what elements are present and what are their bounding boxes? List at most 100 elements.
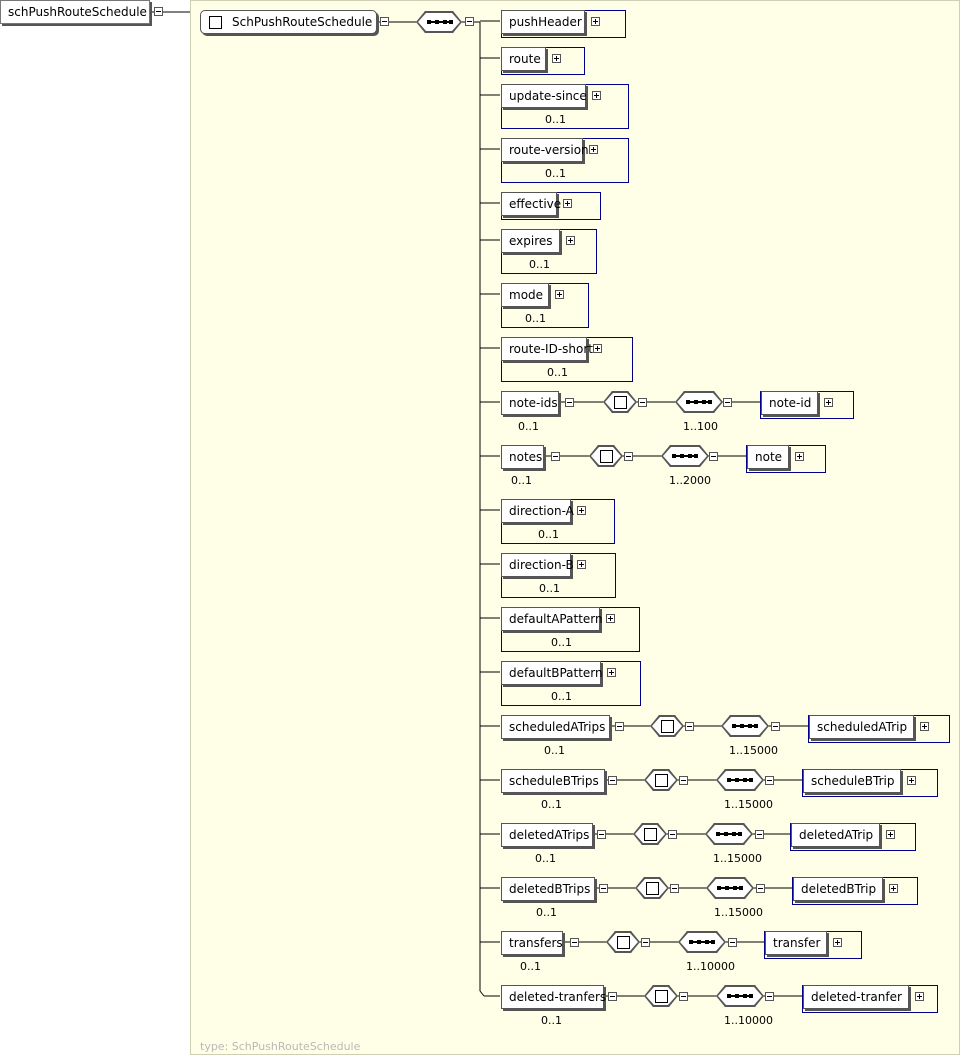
collapse-toggle-icon[interactable] (679, 992, 688, 1001)
cardinality-label: 0..1 (511, 474, 532, 487)
expand-toggle-icon[interactable] (593, 344, 602, 353)
type-footer: type: SchPushRouteSchedule (200, 1040, 361, 1053)
choice-compositor[interactable] (635, 877, 669, 899)
expand-toggle-icon[interactable] (589, 145, 598, 154)
collapse-toggle-icon[interactable] (668, 830, 677, 839)
collapse-toggle-icon[interactable] (765, 992, 774, 1001)
expand-toggle-icon[interactable] (552, 54, 561, 63)
choice-compositor[interactable] (644, 985, 678, 1007)
collapse-toggle-icon[interactable] (624, 452, 633, 461)
collapse-toggle-icon[interactable] (465, 17, 474, 26)
sequence-compositor[interactable] (706, 877, 754, 899)
sequence-compositor[interactable] (416, 11, 462, 33)
element-pushHeader[interactable]: pushHeader (501, 10, 585, 34)
collapse-toggle-icon[interactable] (599, 884, 608, 893)
choice-icon (614, 396, 627, 409)
choice-icon (644, 828, 657, 841)
sequence-compositor[interactable] (721, 715, 769, 737)
element-direction-B[interactable]: direction-B (501, 553, 574, 577)
choice-compositor[interactable] (633, 823, 667, 845)
element-expires[interactable]: expires (501, 229, 560, 253)
collapse-toggle-icon[interactable] (380, 17, 389, 26)
collapse-toggle-icon[interactable] (641, 938, 650, 947)
collapse-toggle-icon[interactable] (765, 776, 774, 785)
expand-toggle-icon[interactable] (577, 560, 586, 569)
expand-toggle-icon[interactable] (920, 722, 929, 731)
sequence-compositor[interactable] (661, 445, 709, 467)
element-direction-A[interactable]: direction-A (501, 499, 574, 523)
sequence-compositor[interactable] (705, 823, 753, 845)
collapse-toggle-icon[interactable] (565, 398, 574, 407)
root-element-box[interactable]: schPushRouteSchedule (0, 0, 150, 24)
collapse-toggle-icon[interactable] (608, 992, 617, 1001)
expand-toggle-icon[interactable] (591, 17, 600, 26)
element-note-ids[interactable]: note-ids (501, 391, 559, 415)
collapse-toggle-icon[interactable] (597, 830, 606, 839)
collapse-toggle-icon[interactable] (670, 884, 679, 893)
collapse-toggle-icon[interactable] (551, 452, 560, 461)
element-note[interactable]: note (747, 445, 790, 469)
element-note-id[interactable]: note-id (761, 391, 819, 415)
expand-toggle-icon[interactable] (577, 506, 586, 515)
collapse-toggle-icon[interactable] (638, 398, 647, 407)
collapse-toggle-icon[interactable] (679, 776, 688, 785)
expand-toggle-icon[interactable] (555, 290, 564, 299)
collapse-toggle-icon[interactable] (154, 7, 163, 16)
element-deletedBTrips[interactable]: deletedBTrips (501, 877, 595, 901)
element-deleted-tranfers[interactable]: deleted-tranfers (501, 985, 606, 1009)
element-route[interactable]: route (501, 47, 546, 71)
collapse-toggle-icon[interactable] (685, 722, 694, 731)
expand-toggle-icon[interactable] (886, 830, 895, 839)
choice-compositor[interactable] (644, 769, 678, 791)
collapse-toggle-icon[interactable] (728, 938, 737, 947)
collapse-toggle-icon[interactable] (771, 722, 780, 731)
expand-toggle-icon[interactable] (889, 884, 898, 893)
collapse-toggle-icon[interactable] (723, 398, 732, 407)
expand-toggle-icon[interactable] (563, 199, 572, 208)
element-scheduledATrip[interactable]: scheduledATrip (809, 715, 915, 739)
expand-toggle-icon[interactable] (607, 668, 616, 677)
element-transfers[interactable]: transfers (501, 931, 563, 955)
choice-compositor[interactable] (650, 715, 684, 737)
collapse-toggle-icon[interactable] (615, 722, 624, 731)
element-deleted-tranfer[interactable]: deleted-tranfer (803, 985, 909, 1009)
sequence-compositor[interactable] (678, 931, 726, 953)
expand-toggle-icon[interactable] (824, 398, 833, 407)
sequence-compositor[interactable] (716, 769, 764, 791)
element-route-ID-short[interactable]: route-ID-short (501, 337, 593, 361)
element-effective[interactable]: effective (501, 192, 561, 216)
expand-toggle-icon[interactable] (833, 938, 842, 947)
element-scheduleBTrips[interactable]: scheduleBTrips (501, 769, 605, 793)
element-transfer[interactable]: transfer (765, 931, 828, 955)
element-mode[interactable]: mode (501, 283, 549, 307)
element-deletedATrips[interactable]: deletedATrips (501, 823, 593, 847)
choice-compositor[interactable] (589, 445, 623, 467)
element-notes[interactable]: notes (501, 445, 544, 469)
element-scheduleBTrip[interactable]: scheduleBTrip (803, 769, 902, 793)
element-defaultAPattern[interactable]: defaultAPattern (501, 607, 603, 631)
expand-toggle-icon[interactable] (915, 992, 924, 1001)
expand-toggle-icon[interactable] (592, 91, 601, 100)
choice-compositor[interactable] (606, 931, 640, 953)
element-deletedATrip[interactable]: deletedATrip (791, 823, 881, 847)
collapse-toggle-icon[interactable] (570, 938, 579, 947)
element-update-since[interactable]: update-since (501, 84, 587, 108)
complex-type-box[interactable]: SchPushRouteSchedule (200, 10, 377, 34)
expand-toggle-icon[interactable] (907, 776, 916, 785)
collapse-toggle-icon[interactable] (608, 776, 617, 785)
element-deletedBTrip[interactable]: deletedBTrip (793, 877, 884, 901)
sequence-icon (672, 455, 698, 457)
element-defaultBPattern[interactable]: defaultBPattern (501, 661, 603, 685)
expand-toggle-icon[interactable] (795, 452, 804, 461)
cardinality-label: 0..1 (525, 312, 546, 325)
expand-toggle-icon[interactable] (606, 614, 615, 623)
sequence-compositor[interactable] (675, 391, 723, 413)
collapse-toggle-icon[interactable] (755, 830, 764, 839)
expand-toggle-icon[interactable] (566, 236, 575, 245)
element-scheduledATrips[interactable]: scheduledATrips (501, 715, 610, 739)
sequence-compositor[interactable] (716, 985, 764, 1007)
element-route-version[interactable]: route-version (501, 138, 589, 162)
collapse-toggle-icon[interactable] (709, 452, 718, 461)
collapse-toggle-icon[interactable] (756, 884, 765, 893)
choice-compositor[interactable] (603, 391, 637, 413)
